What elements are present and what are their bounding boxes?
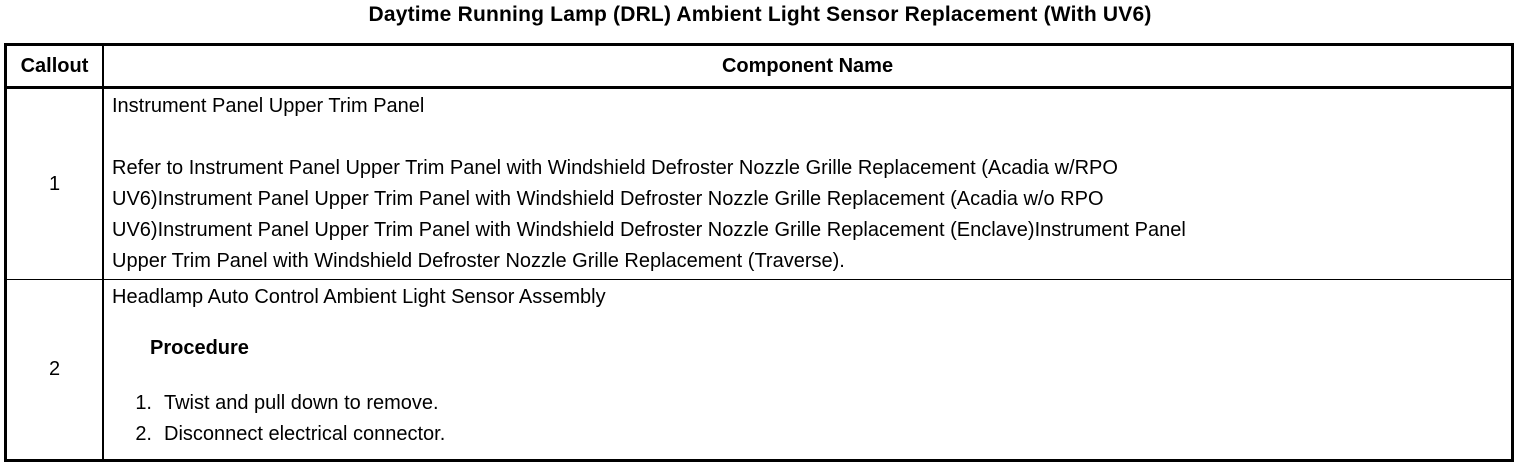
procedure-heading: Procedure	[150, 337, 249, 359]
refer-text-line: Refer to Instrument Panel Upper Trim Pan…	[112, 157, 1118, 179]
refer-text-line: UV6)Instrument Panel Upper Trim Panel wi…	[112, 188, 1104, 210]
refer-text-line: Upper Trim Panel with Windshield Defrost…	[112, 250, 845, 272]
step-number: 2.	[135, 423, 152, 445]
step-text: Twist and pull down to remove.	[164, 392, 439, 414]
column-header-component-name: Component Name	[721, 54, 894, 77]
component-table: Callout Component Name 1 Instrument Pane…	[4, 43, 1514, 462]
step-text: Disconnect electrical connector.	[164, 423, 446, 445]
callout-number-1: 1	[7, 89, 104, 279]
table-row-1: 1 Instrument Panel Upper Trim Panel Refe…	[7, 89, 1511, 280]
procedure-step: 2. Disconnect electrical connector.	[112, 419, 1503, 450]
refer-text-line: UV6)Instrument Panel Upper Trim Panel wi…	[112, 219, 1186, 241]
component-cell-2: Headlamp Auto Control Ambient Light Sens…	[104, 280, 1511, 459]
component-name-text: Instrument Panel Upper Trim Panel	[112, 95, 425, 117]
procedure-steps: 1. Twist and pull down to remove. 2. Dis…	[112, 388, 1503, 450]
component-cell-1: Instrument Panel Upper Trim Panel Refer …	[104, 89, 1511, 279]
column-header-callout: Callout	[7, 46, 104, 86]
table-row-2: 2 Headlamp Auto Control Ambient Light Se…	[7, 280, 1511, 459]
callout-number-2: 2	[7, 280, 104, 459]
component-name-text: Headlamp Auto Control Ambient Light Sens…	[112, 286, 606, 308]
step-number: 1.	[135, 392, 152, 414]
blank-line	[112, 122, 1503, 153]
procedure-step: 1. Twist and pull down to remove.	[112, 388, 1503, 419]
page-title: Daytime Running Lamp (DRL) Ambient Light…	[368, 3, 1152, 26]
table-header-row: Callout Component Name	[7, 46, 1511, 89]
